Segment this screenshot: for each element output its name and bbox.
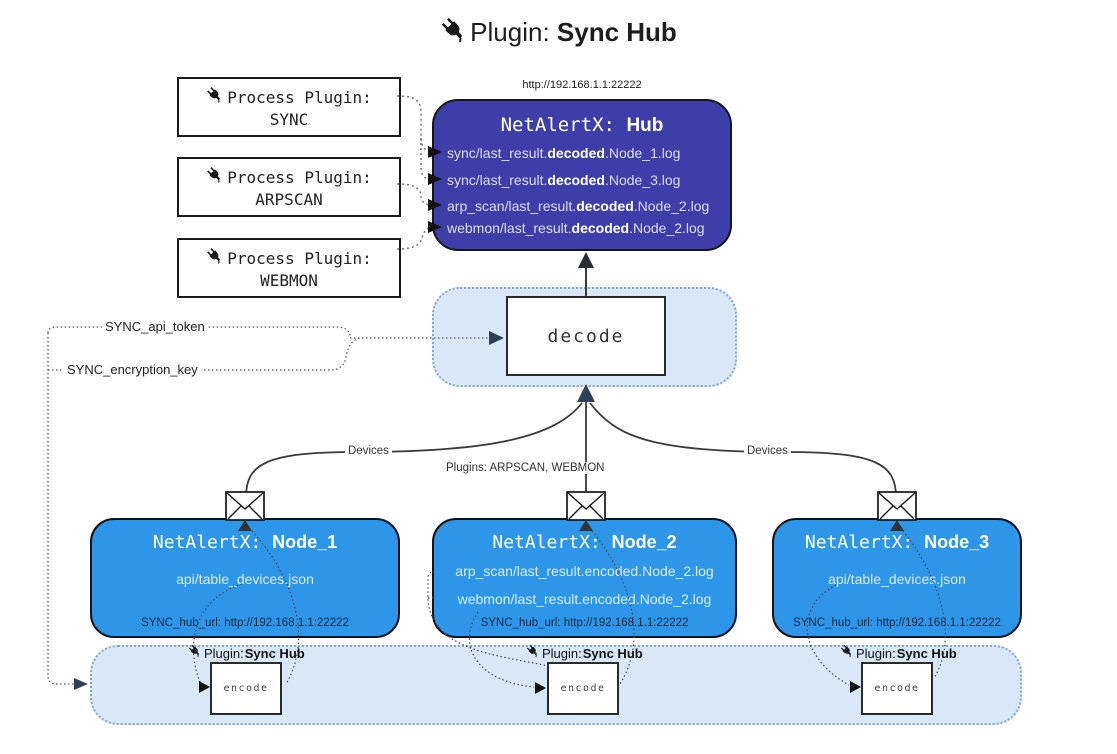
encoder-label-prefix: Plugin: — [204, 645, 244, 661]
node-to-decode-curves — [245, 402, 897, 498]
plug-icon — [206, 247, 225, 270]
node-title-bold: Node_1 — [272, 532, 338, 552]
hub-url-label: http://192.168.1.1:22222 — [522, 79, 642, 91]
hub-log-line: sync/last_result.decoded.Node_1.log — [447, 145, 680, 163]
node-file-line: arp_scan/last_result.encoded.Node_2.log — [455, 563, 714, 579]
edge-label-devices-right: Devices — [744, 445, 791, 457]
hub-title: NetAlertX: Hub — [434, 114, 730, 137]
encoder-label-bold: Sync Hub — [582, 645, 643, 661]
hub-log-line: webmon/last_result.decoded.Node_2.log — [447, 220, 705, 238]
log-post: .Node_3.log — [604, 172, 681, 188]
log-bold: decoded — [547, 145, 605, 161]
node-box-1: NetAlertX: Node_1 api/table_devices.json… — [90, 518, 400, 638]
node-title: NetAlertX: Node_1 — [92, 532, 398, 553]
log-post: .Node_2.log — [629, 220, 705, 236]
process-plugin-box-webmon: Process Plugin: WEBMON — [177, 238, 401, 298]
node-box-3: NetAlertX: Node_3 api/table_devices.json… — [772, 518, 1022, 638]
process-plugin-box-arpscan: Process Plugin: ARPSCAN — [177, 157, 401, 217]
encoder-label-prefix: Plugin: — [856, 645, 896, 661]
plug-icon — [206, 86, 225, 109]
encode-box-1: encode — [210, 662, 282, 715]
process-plugin-box-sync: Process Plugin: SYNC — [177, 77, 401, 137]
encode-box-2: encode — [547, 662, 619, 715]
plug-icon — [840, 644, 855, 662]
process-plugin-label: Process Plugin: — [227, 248, 372, 268]
hub-title-prefix: NetAlertX: — [500, 114, 627, 136]
process-plugin-name: ARPSCAN — [255, 189, 323, 209]
node-title-prefix: NetAlertX: — [492, 532, 612, 553]
plug-icon — [526, 644, 541, 662]
node-title: NetAlertX: Node_3 — [774, 532, 1020, 553]
node-file-line: api/table_devices.json — [828, 571, 966, 587]
hub-log-line: sync/last_result.decoded.Node_3.log — [447, 172, 680, 190]
node-box-2: NetAlertX: Node_2 arp_scan/last_result.e… — [432, 518, 737, 638]
hub-box: NetAlertX: Hub sync/last_result.decoded.… — [432, 99, 732, 251]
node-title-bold: Node_3 — [924, 532, 990, 552]
decode-box: decode — [506, 296, 666, 376]
encoder-label-bold: Sync Hub — [896, 645, 957, 661]
encoder-label-1: Plugin: Sync Hub — [188, 644, 305, 662]
encoder-label-prefix: Plugin: — [542, 645, 582, 661]
envelope-icons — [225, 491, 917, 521]
node-file-line: webmon/last_result.encoded.Node_2.log — [457, 591, 712, 607]
log-post: .Node_1.log — [604, 145, 681, 161]
node-hub-url: SYNC_hub_url: http://192.168.1.1:22222 — [480, 617, 689, 629]
title-bold: Sync Hub — [556, 17, 677, 47]
node-title-prefix: NetAlertX: — [804, 532, 925, 553]
page-title: Plugin: Sync Hub — [0, 16, 1117, 48]
log-bold: decoded — [547, 172, 605, 188]
plug-icon — [440, 16, 470, 46]
log-post: .Node_2.log — [633, 198, 710, 214]
log-pre: webmon/last_result. — [447, 220, 572, 236]
encoder-label-2: Plugin: Sync Hub — [526, 644, 643, 662]
key-label-api-token: SYNC_api_token — [102, 319, 208, 334]
plug-icon — [188, 644, 203, 662]
log-pre: sync/last_result. — [447, 145, 548, 161]
process-plugin-connectors — [396, 95, 434, 250]
hub-input-up-arrow-icon — [578, 252, 594, 268]
hub-title-bold: Hub — [626, 115, 664, 136]
encoder-label-bold: Sync Hub — [244, 645, 305, 661]
log-pre: arp_scan/last_result. — [447, 198, 577, 214]
key-label-encryption-key: SYNC_encryption_key — [64, 362, 201, 377]
node-title-prefix: NetAlertX: — [152, 532, 273, 553]
node-hub-url: SYNC_hub_url: http://192.168.1.1:22222 — [793, 617, 1001, 629]
log-bold: decoded — [576, 198, 634, 214]
plug-icon — [206, 166, 225, 189]
log-pre: sync/last_result. — [447, 172, 548, 188]
encode-box-3: encode — [861, 662, 933, 715]
node-title: NetAlertX: Node_2 — [434, 532, 735, 553]
node-title-bold: Node_2 — [611, 532, 677, 552]
node-file-line: api/table_devices.json — [176, 571, 314, 587]
node-hub-url: SYNC_hub_url: http://192.168.1.1:22222 — [141, 617, 349, 629]
process-plugin-label: Process Plugin: — [227, 167, 372, 187]
edge-label-devices-left: Devices — [345, 445, 392, 457]
edge-label-plugins: Plugins: ARPSCAN, WEBMON — [443, 462, 608, 474]
title-prefix: Plugin: — [470, 17, 550, 47]
encoder-container-input-arrow-icon — [74, 678, 88, 690]
hub-log-line: arp_scan/last_result.decoded.Node_2.log — [447, 198, 709, 216]
process-plugin-name: WEBMON — [260, 270, 318, 290]
log-bold: decoded — [571, 220, 630, 236]
process-plugin-label: Process Plugin: — [227, 87, 372, 107]
process-plugin-name: SYNC — [269, 109, 309, 129]
encoder-label-3: Plugin: Sync Hub — [840, 644, 957, 662]
